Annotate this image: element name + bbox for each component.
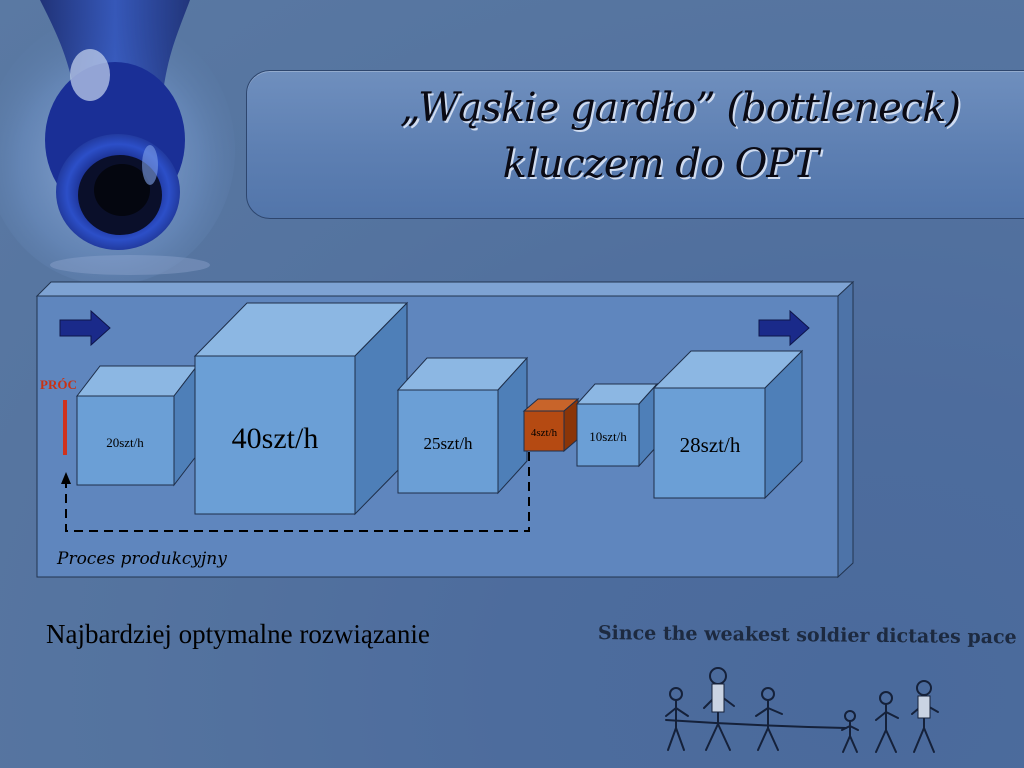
stage-box-front — [397, 389, 499, 494]
slide-title: „Wąskie gardło” (bottleneck) kluczem do … — [250, 80, 970, 192]
soldiers-caption: Since the weakest soldier dictates pace — [597, 622, 1017, 649]
title-panel — [246, 70, 1024, 219]
stage-box: 25szt/h — [396, 356, 529, 495]
stage-rate-label: 10szt/h — [589, 429, 627, 444]
stage-box: 10szt/h — [575, 382, 659, 468]
start-label: PRÓC — [40, 377, 77, 392]
stage-box: 40szt/h — [193, 301, 409, 516]
stage-box-front — [76, 395, 175, 486]
process-label: Proces produkcyjny — [56, 549, 227, 569]
caption-text: Najbardziej optymalne rozwiązanie — [46, 619, 430, 649]
arrow-right-icon — [59, 309, 111, 347]
stage-box: 20szt/h — [75, 364, 199, 487]
stage-rate-label: 4szt/h — [531, 427, 558, 439]
feedback-arrow-head — [61, 472, 71, 484]
stage-rate-label: 28szt/h — [680, 433, 741, 457]
stage-box-front — [194, 355, 356, 515]
stage-box-front — [653, 387, 766, 499]
title-line-1: „Wąskie gardło” (bottleneck) — [399, 85, 961, 131]
stage-box-front — [576, 403, 640, 467]
stages-group: 20szt/h 40szt/h 25szt/h 4szt/h 10szt/h 28szt/… — [75, 301, 804, 516]
stage-rate-label: 40szt/h — [232, 422, 319, 455]
bottleneck-stage-box: 4szt/h — [522, 397, 580, 453]
arrow-right-icon — [758, 309, 810, 347]
stage-box-front — [523, 410, 565, 452]
stage-rate-label: 20szt/h — [106, 435, 144, 450]
diagram-panel-top — [35, 281, 855, 297]
diagram-panel-side — [837, 280, 854, 579]
title-line-2: kluczem do OPT — [502, 141, 819, 187]
soldiers-illustration — [665, 667, 939, 753]
bottle-image — [0, 0, 235, 285]
stage-rate-label: 25szt/h — [423, 434, 473, 453]
stage-box: 28szt/h — [652, 349, 804, 500]
